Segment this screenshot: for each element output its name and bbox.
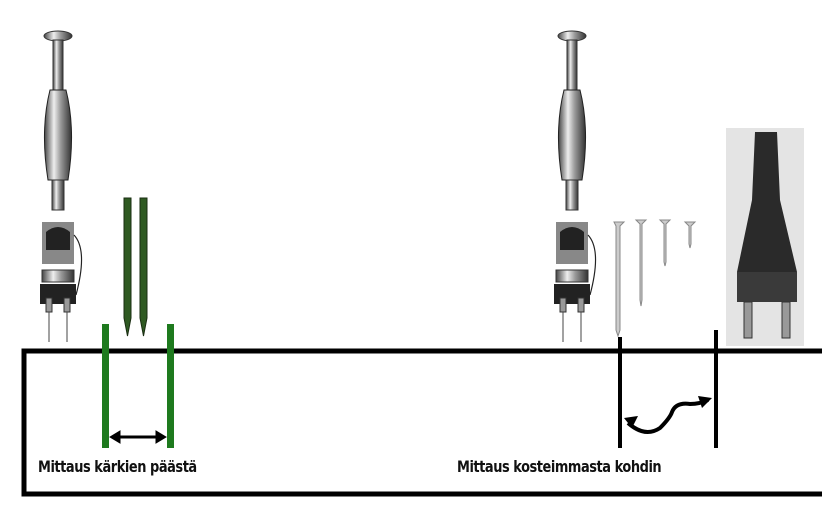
hammer-electrode-icon <box>553 30 597 343</box>
insulated-electrode-left <box>102 324 109 448</box>
wavy-arrow-icon <box>624 396 712 434</box>
nail-icon <box>613 219 697 338</box>
insulated-needle-icon <box>123 197 148 337</box>
nail-line-left <box>618 337 622 448</box>
double-arrow-icon <box>109 430 167 444</box>
nail-line-right <box>714 330 718 448</box>
label-measure-at-tips: Mittaus kärkien päästä <box>38 457 197 476</box>
wood-block-outline <box>21 348 822 497</box>
probe-head-icon <box>726 128 804 346</box>
insulated-electrode-right <box>167 324 174 448</box>
label-measure-at-wettest: Mittaus kosteimmasta kohdin <box>457 457 662 476</box>
hammer-electrode-icon <box>39 30 83 343</box>
